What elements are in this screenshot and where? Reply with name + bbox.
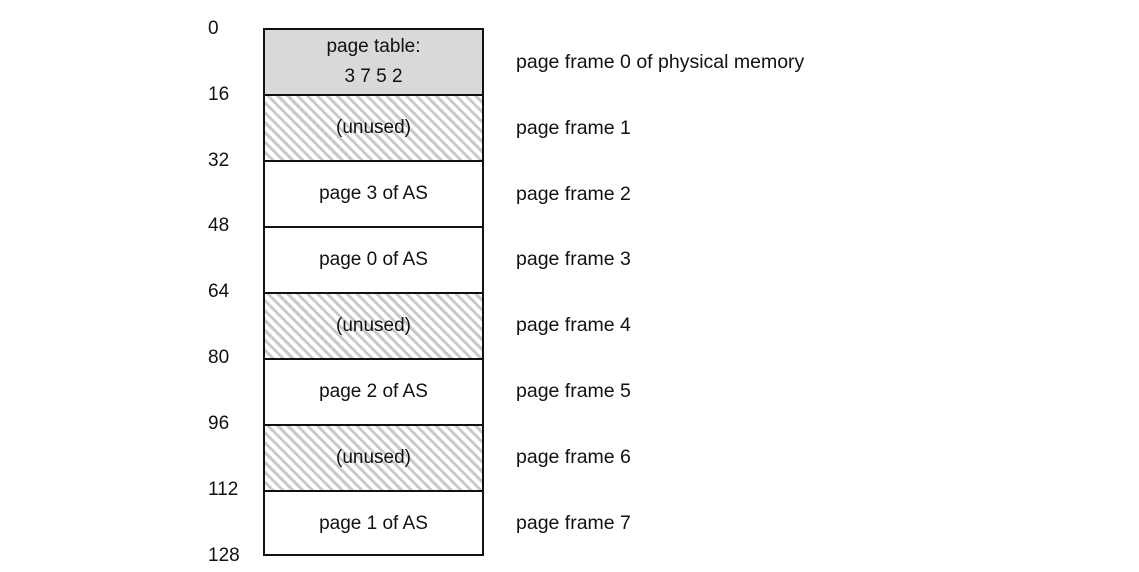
frame-label-5: page frame 5 xyxy=(516,380,631,402)
frame-label-0: page frame 0 of physical memory xyxy=(516,51,805,73)
page-table-heading: page table: xyxy=(326,36,421,57)
frame-label-4: page frame 4 xyxy=(516,314,631,336)
address-label-128: 128 xyxy=(208,545,240,566)
page-table-entries: 3 7 5 2 xyxy=(344,66,403,87)
frame-box-1-unused: (unused) xyxy=(265,94,482,160)
frame-label-3: page frame 3 xyxy=(516,248,631,270)
frame-label-7: page frame 7 xyxy=(516,512,631,534)
address-label-32: 32 xyxy=(208,150,230,171)
frame-content: (unused) xyxy=(336,117,411,138)
address-label-16: 16 xyxy=(208,84,230,105)
address-label-0: 0 xyxy=(208,18,219,39)
frame-content: page 2 of AS xyxy=(319,381,428,402)
frame-content: (unused) xyxy=(336,447,411,468)
frame-box-4-unused: (unused) xyxy=(265,292,482,358)
address-label-96: 96 xyxy=(208,413,230,434)
address-label-112: 112 xyxy=(208,479,239,500)
frame-content: page 3 of AS xyxy=(319,183,428,204)
address-label-80: 80 xyxy=(208,347,230,368)
frame-box-6-unused: (unused) xyxy=(265,424,482,490)
address-label-64: 64 xyxy=(208,281,230,302)
frame-box-3: page 0 of AS xyxy=(265,226,482,292)
frame-box-0-page-table: page table: 3 7 5 2 xyxy=(265,30,482,94)
frame-label-2: page frame 2 xyxy=(516,183,631,205)
frame-label-6: page frame 6 xyxy=(516,446,631,468)
frame-label-1: page frame 1 xyxy=(516,117,631,139)
frame-content: (unused) xyxy=(336,315,411,336)
frame-content: page 1 of AS xyxy=(319,513,428,534)
address-label-48: 48 xyxy=(208,215,230,236)
frame-box-7: page 1 of AS xyxy=(265,490,482,556)
frame-box-2: page 3 of AS xyxy=(265,160,482,226)
frame-content: page 0 of AS xyxy=(319,249,428,270)
physical-memory-column: page table: 3 7 5 2 (unused) page 3 of A… xyxy=(263,28,484,556)
frame-box-5: page 2 of AS xyxy=(265,358,482,424)
